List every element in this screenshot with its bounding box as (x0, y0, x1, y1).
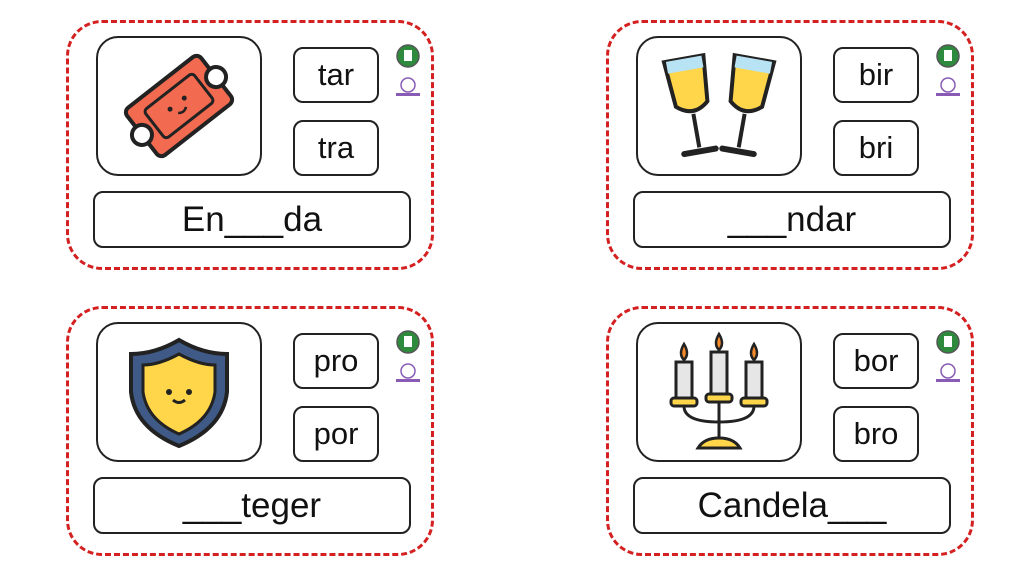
picture-frame (636, 322, 802, 462)
syllable-option-1: bir (833, 47, 919, 103)
candelabra-icon (669, 331, 769, 449)
incomplete-word: ___ndar (633, 191, 951, 248)
picture-frame (96, 322, 262, 462)
syllable-option-2: tra (293, 120, 379, 176)
champagne-icon (661, 52, 777, 158)
incomplete-word: ___teger (93, 477, 411, 534)
shield-icon (129, 337, 229, 449)
syllable-option-2: bri (833, 120, 919, 176)
incomplete-word: Candela___ (633, 477, 951, 534)
syllable-option-1: tar (293, 47, 379, 103)
word-card-2: bir bri ___ndar (606, 20, 974, 270)
orientacion-andujar-logo-icon (396, 44, 420, 96)
syllable-option-2: bro (833, 406, 919, 462)
orientacion-andujar-logo-icon (936, 330, 960, 382)
syllable-option-1: bor (833, 333, 919, 389)
word-card-3: pro por ___teger (66, 306, 434, 556)
orientacion-andujar-logo-icon (396, 330, 420, 382)
picture-frame (96, 36, 262, 176)
syllable-option-2: por (293, 406, 379, 462)
ticket-icon (123, 53, 235, 159)
syllable-option-1: pro (293, 333, 379, 389)
word-card-1: tar tra En___da (66, 20, 434, 270)
word-card-4: bor bro Candela___ (606, 306, 974, 556)
picture-frame (636, 36, 802, 176)
incomplete-word: En___da (93, 191, 411, 248)
orientacion-andujar-logo-icon (936, 44, 960, 96)
